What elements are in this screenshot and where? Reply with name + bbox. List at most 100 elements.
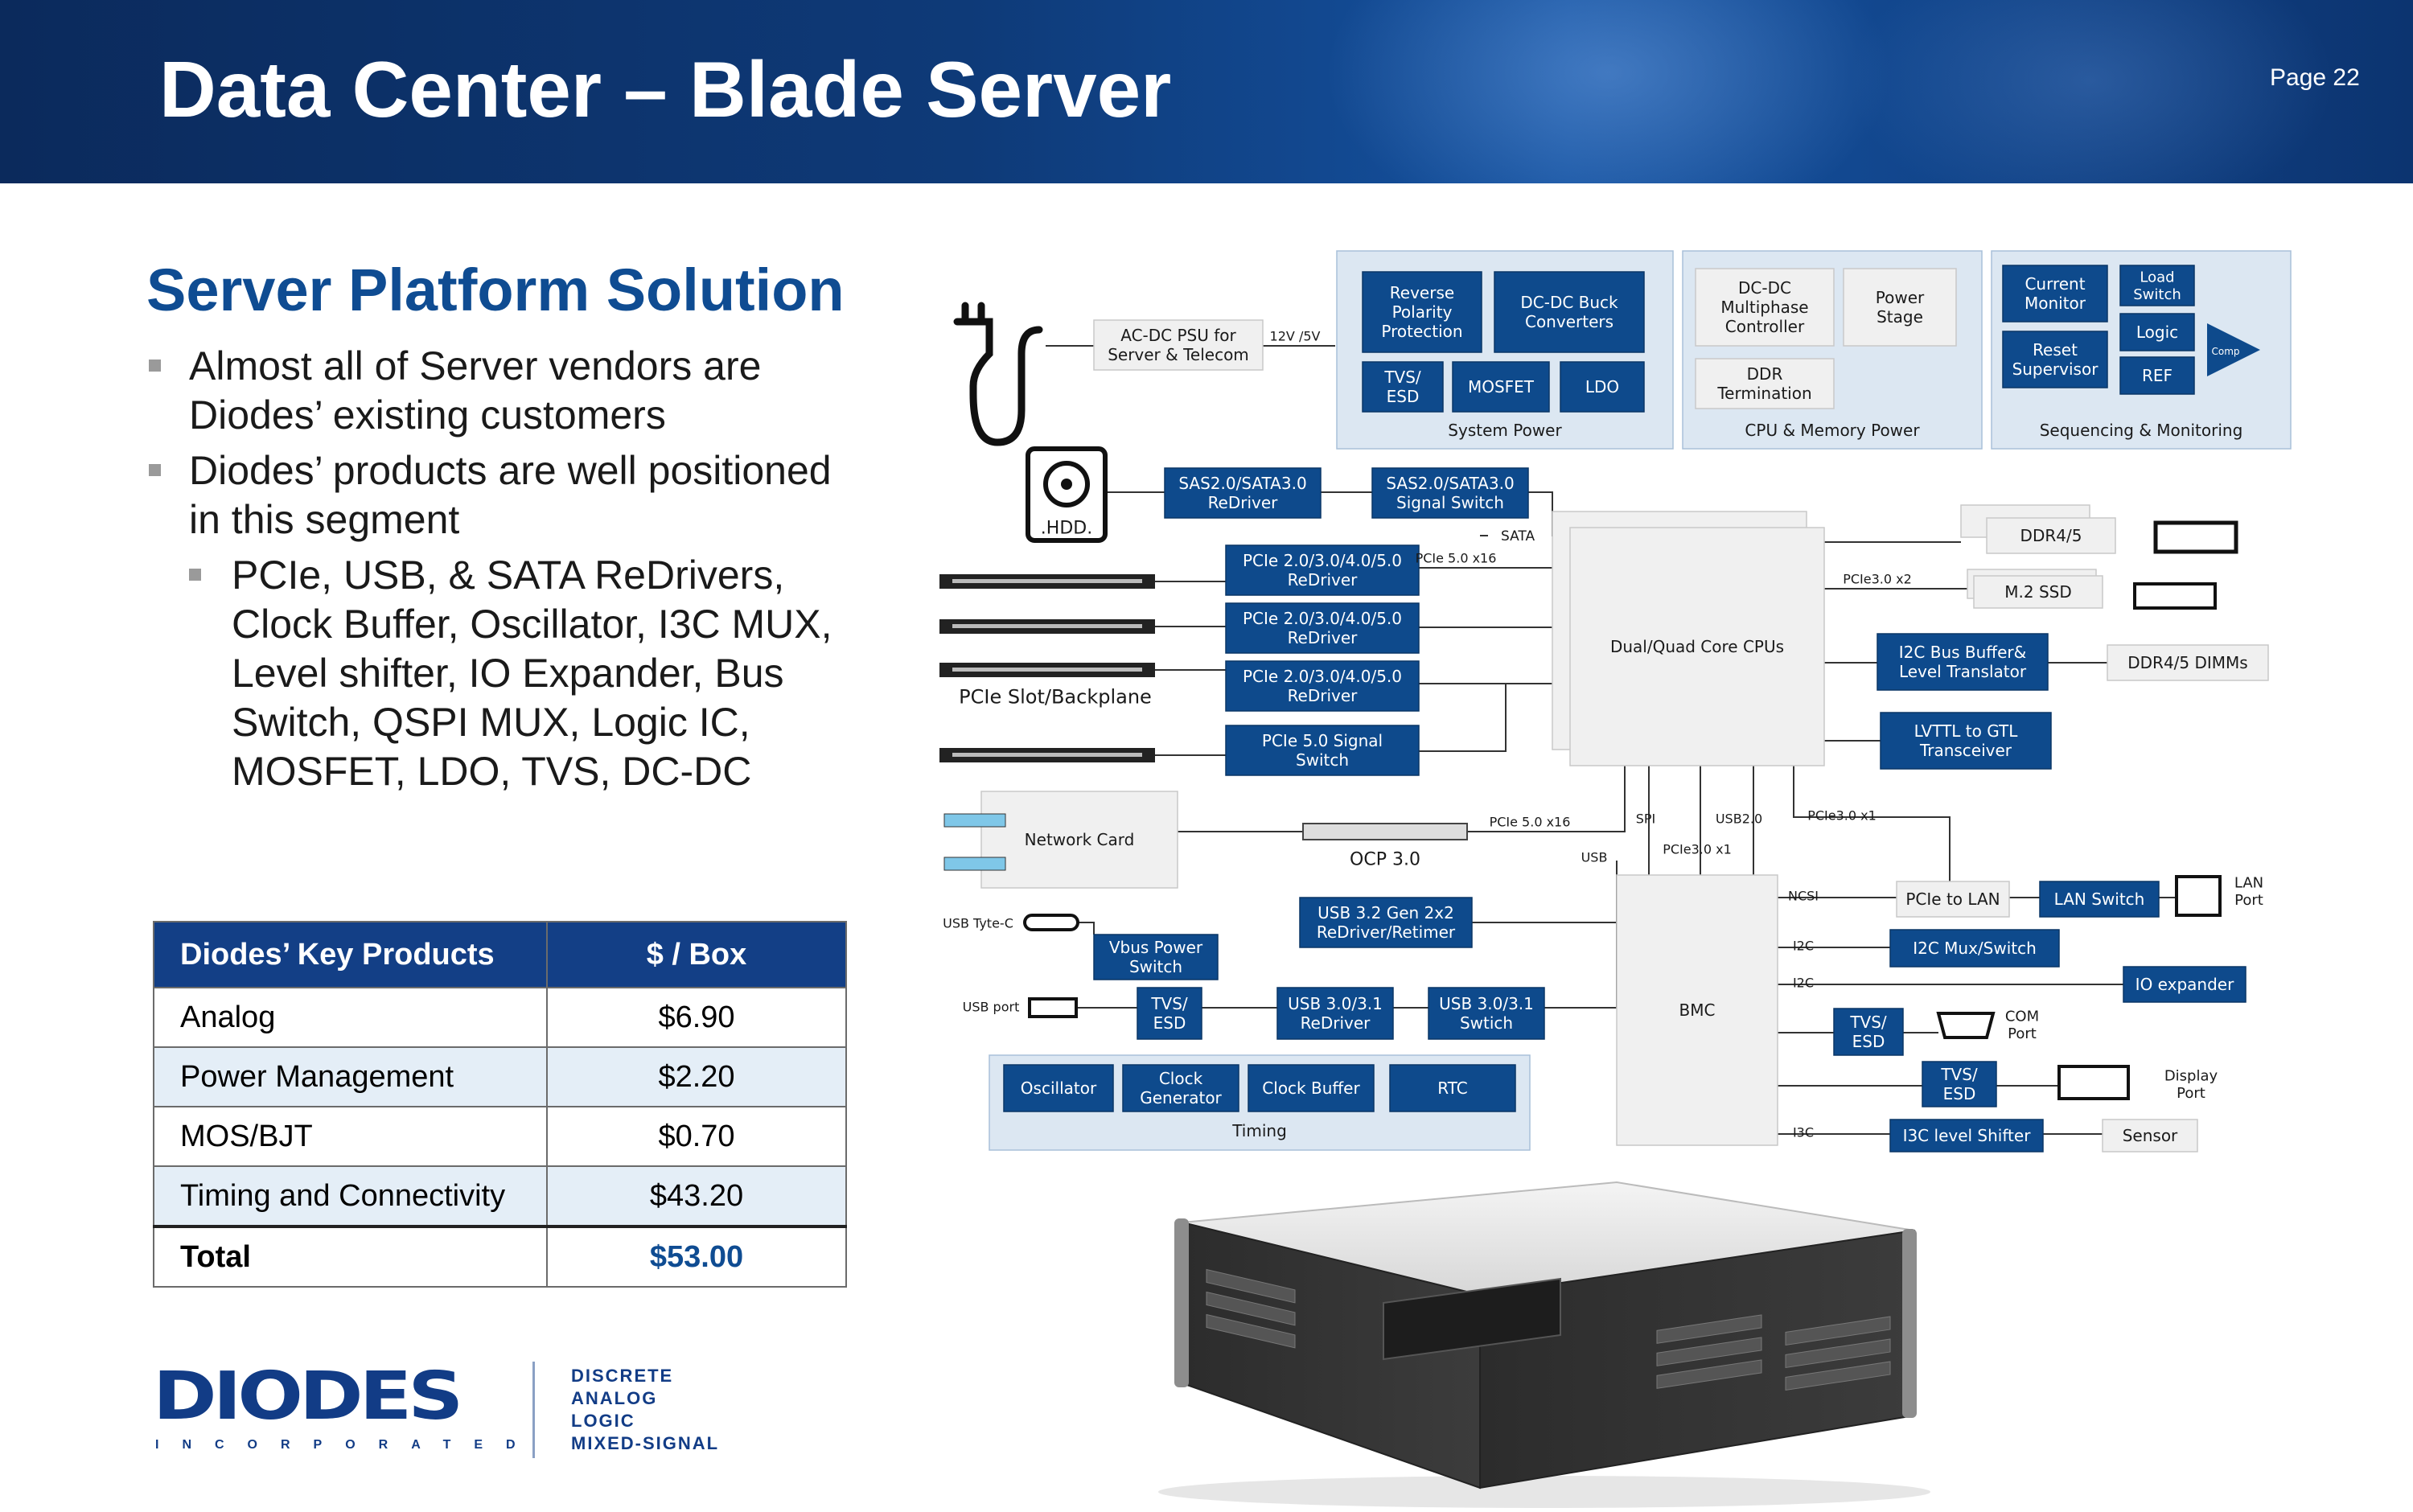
bullet-marker [149, 464, 161, 476]
ddr-module-box [1986, 517, 2116, 554]
ddr-termination-box [1695, 358, 1835, 409]
i3c-shifter-box-label: I3C level Shifter [1903, 1126, 2032, 1145]
ssd-module-box [1973, 575, 2103, 609]
oscillator-box [1003, 1064, 1114, 1112]
i2c-mux-box-label: I2C Mux/Switch [1913, 939, 2037, 958]
tvs-esd-box [1362, 361, 1444, 413]
rtc-box-label: RTC [1437, 1079, 1467, 1098]
ldo-box [1560, 361, 1645, 413]
cpu-box-front [1569, 527, 1825, 766]
connector-line [1467, 766, 1626, 832]
pcie-slot-pins [952, 753, 1142, 757]
reverse-polarity-box [1362, 271, 1482, 353]
bmc-box-label: BMC [1679, 1000, 1716, 1020]
sub-bullet-item: PCIe, USB, & SATA ReDrivers, Clock Buffe… [189, 551, 873, 796]
header-products: Diodes’ Key Products [153, 921, 548, 988]
i3c-shifter-box [1889, 1119, 2044, 1152]
pcie-to-lan-box [1896, 881, 2010, 918]
reset-supervisor-box [2002, 331, 2108, 388]
usb-typec-label: USB Tyte-C [943, 916, 1013, 931]
connector-line [1419, 684, 1507, 752]
banner-glow [1850, 0, 2333, 183]
hdd-spindle [1061, 479, 1072, 490]
cpu-memory-power-label: CPU & Memory Power [1745, 421, 1920, 440]
bullet-item: Almost all of Server vendors are Diodes’… [149, 342, 873, 440]
hdd-platter [1043, 461, 1090, 507]
hdd-label: .HDD. [1041, 519, 1092, 539]
pcie-redriver-2 [1225, 602, 1420, 654]
bmc-box [1616, 874, 1778, 1146]
cpu-box-front-label: Dual/Quad Core CPUs [1610, 637, 1784, 656]
pcie-slot-pins [952, 668, 1142, 672]
pcie-x16-label: PCIe 5.0 x16 [1416, 551, 1497, 566]
current-monitor-box [2002, 265, 2108, 323]
sequencing-label: Sequencing & Monitoring [2040, 421, 2243, 440]
bus-label: I2C [1793, 939, 1814, 954]
pcie-to-lan-box-label: PCIe to LAN [1905, 890, 2000, 909]
section-title: Server Platform Solution [146, 257, 845, 323]
price-cell: $0.70 [546, 1106, 847, 1167]
power-plug-icon [953, 302, 1043, 446]
sensor-box-label: Sensor [2123, 1126, 2178, 1145]
usb-switch-box [1428, 987, 1545, 1040]
product-cell: Analog [153, 987, 548, 1048]
mosfet-box [1452, 361, 1550, 413]
table-header-row: Diodes’ Key Products $ / Box [153, 921, 847, 988]
pcie-slot-pins [952, 579, 1142, 583]
bullet-list: Almost all of Server vendors are Diodes’… [149, 342, 873, 796]
usb-label: USB [1581, 850, 1608, 865]
display-port-icon [2057, 1065, 2130, 1100]
i2c-buffer-box [1877, 633, 2049, 691]
usb2-label: USB2.0 [1716, 811, 1762, 827]
com-port-icon [1936, 1012, 1996, 1039]
key-products-table: Diodes’ Key Products $ / Box Analog $6.9… [153, 921, 847, 1288]
tagline-line: LOGIC [571, 1411, 635, 1431]
pcie-x1-label: PCIe3.0 x1 [1663, 842, 1732, 857]
connector-line [1472, 877, 1626, 923]
bmc-tvs-display-box [1922, 1061, 1997, 1107]
mosfet-box-label: MOSFET [1468, 377, 1535, 396]
bullet-marker [149, 360, 161, 372]
power-stage-box [1843, 268, 1957, 347]
lan-port-icon [2175, 875, 2222, 917]
oscillator-box-label: Oscillator [1021, 1079, 1097, 1098]
network-card-box [980, 791, 1178, 889]
product-cell: MOS/BJT [153, 1106, 548, 1167]
ldo-box-label: LDO [1585, 377, 1619, 396]
ref-box [2119, 356, 2195, 395]
usb-port-label: USB port [963, 1000, 1020, 1015]
sas-switch-box [1371, 467, 1529, 519]
multiphase-controller-box [1695, 268, 1835, 347]
ssd-module-box-label: M.2 SSD [2004, 582, 2072, 602]
lvttl-box [1880, 712, 2052, 770]
clock-buffer-box-label: Clock Buffer [1262, 1079, 1360, 1098]
i2c-buffer-box-label: I2C Bus Buffer&Level Translator [1899, 643, 2027, 681]
title-banner [0, 0, 2413, 183]
usb-port-icon [1028, 997, 1078, 1018]
sas-redriver-box [1164, 467, 1322, 519]
bmc-tvs-com-box-label: TVS/ESD [1849, 1013, 1887, 1051]
connector-line [1078, 922, 1095, 935]
price-cell: $43.20 [546, 1165, 847, 1227]
io-expander-box [2123, 966, 2247, 1003]
ddr-dimms-box-label: DDR4/5 DIMMs [2127, 653, 2247, 672]
network-port-icon [943, 857, 1006, 871]
i2c-mux-box [1889, 929, 2060, 968]
